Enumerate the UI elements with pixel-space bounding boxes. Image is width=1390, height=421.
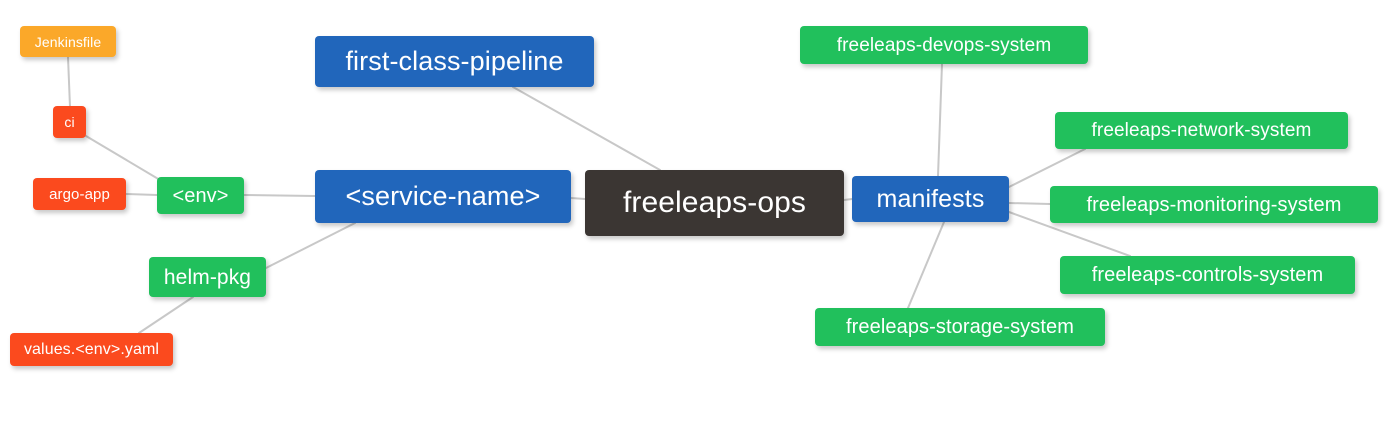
- node-network[interactable]: freeleaps-network-system: [1055, 112, 1348, 149]
- node-devops[interactable]: freeleaps-devops-system: [800, 26, 1088, 64]
- node-jenkinsfile[interactable]: Jenkinsfile: [20, 26, 116, 57]
- edge-manifests-to-devops: [937, 63, 943, 177]
- edge-argo-app-to-env: [125, 193, 158, 196]
- edge-service-name-to-freeleaps-ops: [570, 197, 586, 200]
- node-monitoring[interactable]: freeleaps-monitoring-system: [1050, 186, 1378, 223]
- edge-jenkinsfile-to-ci: [67, 56, 71, 108]
- edge-values-yaml-to-helm-pkg: [138, 296, 194, 334]
- edge-ci-to-env: [85, 135, 161, 181]
- node-controls[interactable]: freeleaps-controls-system: [1060, 256, 1355, 294]
- node-ci[interactable]: ci: [53, 106, 86, 138]
- node-values-yaml[interactable]: values.<env>.yaml: [10, 333, 173, 366]
- edge-manifests-to-monitoring: [1008, 202, 1051, 205]
- edge-pipeline-to-freeleaps-ops: [512, 86, 661, 171]
- node-helm-pkg[interactable]: helm-pkg: [149, 257, 266, 297]
- node-freeleaps-ops[interactable]: freeleaps-ops: [585, 170, 844, 236]
- node-env[interactable]: <env>: [157, 177, 244, 214]
- edge-env-to-service-name: [243, 194, 316, 197]
- edge-freeleaps-ops-to-manifests: [843, 198, 853, 201]
- edge-manifests-to-storage: [907, 221, 945, 309]
- edge-manifests-to-network: [1008, 148, 1086, 188]
- node-storage[interactable]: freeleaps-storage-system: [815, 308, 1105, 346]
- edge-helm-pkg-to-service-name: [265, 222, 356, 269]
- node-manifests[interactable]: manifests: [852, 176, 1009, 222]
- node-service-name[interactable]: <service-name>: [315, 170, 571, 223]
- node-pipeline[interactable]: first-class-pipeline: [315, 36, 594, 87]
- node-argo-app[interactable]: argo-app: [33, 178, 126, 210]
